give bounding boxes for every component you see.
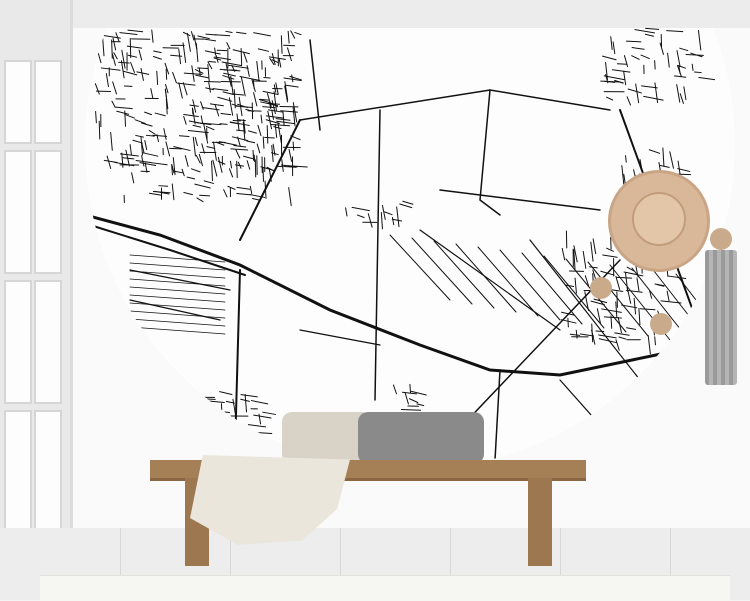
road — [253, 150, 254, 160]
road — [219, 427, 222, 445]
road — [237, 161, 238, 177]
road — [207, 443, 221, 446]
hat-crown — [632, 192, 686, 246]
wall-hook — [650, 313, 672, 335]
road — [220, 124, 227, 125]
road — [617, 64, 626, 65]
wall-hook — [590, 277, 612, 299]
road — [166, 69, 167, 79]
road — [209, 434, 220, 436]
road — [241, 48, 242, 65]
road — [267, 126, 268, 144]
road — [197, 425, 207, 428]
road — [695, 72, 702, 73]
road — [159, 186, 168, 187]
road — [215, 432, 218, 451]
road — [250, 435, 266, 438]
road — [265, 137, 275, 138]
road — [209, 61, 216, 62]
road — [194, 430, 196, 443]
road — [198, 434, 201, 449]
road — [256, 441, 258, 459]
road — [207, 412, 208, 428]
road — [200, 195, 210, 196]
road — [263, 168, 264, 181]
road — [209, 428, 210, 438]
rug — [40, 575, 730, 601]
wall-hook — [710, 228, 732, 250]
road — [99, 121, 100, 139]
pillow-dark — [358, 412, 484, 464]
road — [179, 136, 189, 137]
road — [204, 399, 215, 400]
road — [206, 414, 224, 416]
road — [194, 397, 195, 413]
road — [281, 36, 282, 54]
road — [264, 77, 270, 78]
road — [246, 441, 264, 445]
road — [284, 45, 295, 46]
bench-leg — [528, 478, 552, 566]
road — [217, 435, 225, 436]
road — [112, 40, 113, 58]
road — [251, 438, 252, 448]
scarf — [705, 250, 737, 385]
road — [221, 404, 222, 415]
road — [596, 331, 604, 332]
road — [617, 292, 618, 307]
road — [293, 142, 294, 150]
road — [410, 384, 411, 393]
road — [207, 424, 224, 427]
road — [268, 446, 270, 455]
